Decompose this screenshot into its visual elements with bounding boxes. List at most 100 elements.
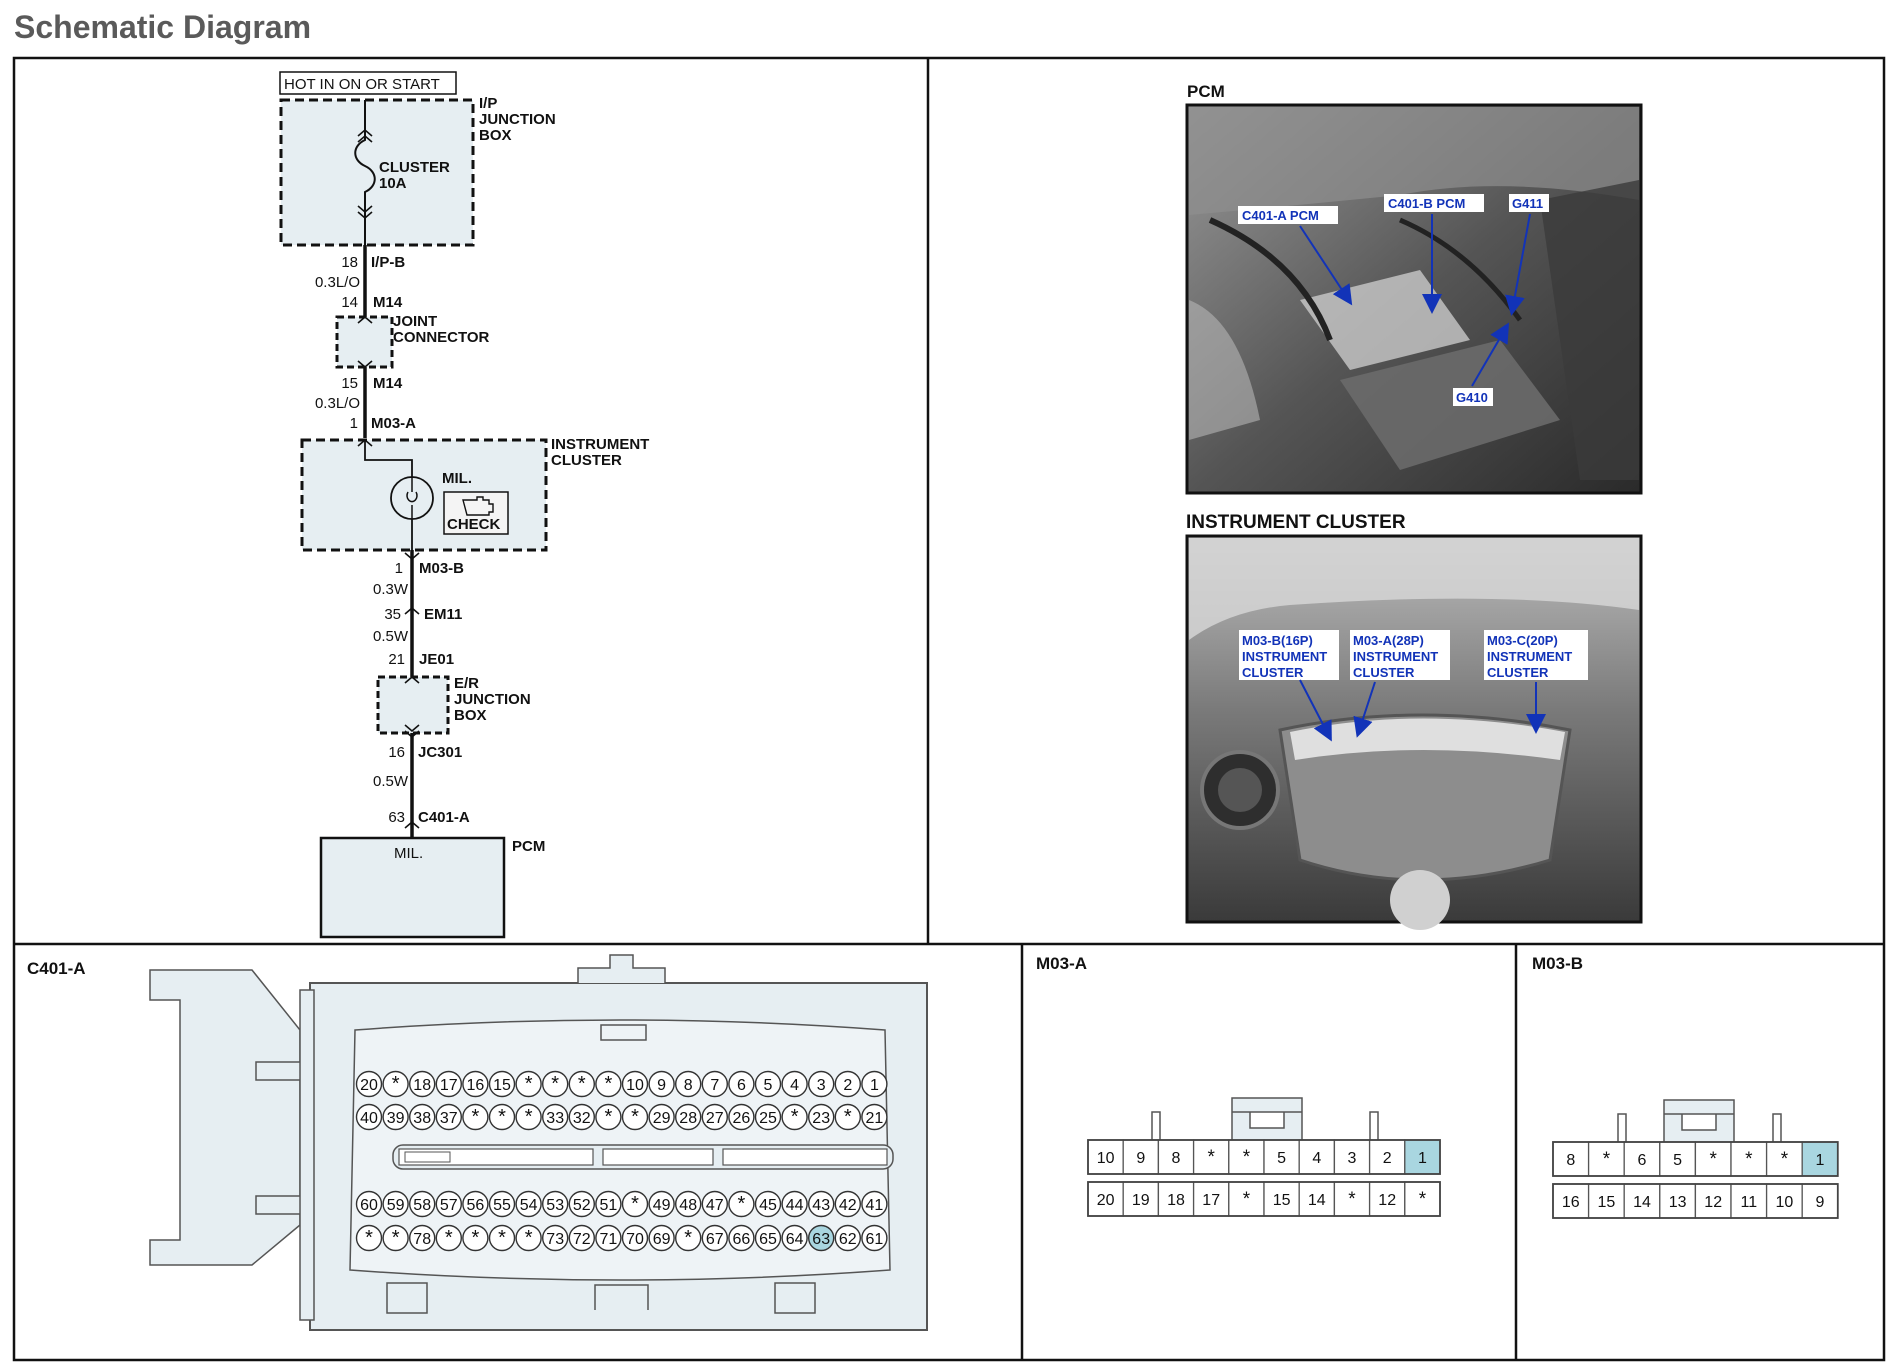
instrument-cluster-box <box>300 438 548 552</box>
c401a-pin <box>728 1103 755 1131</box>
wire-spec-4: 0.5W <box>373 628 409 645</box>
c401a-pin <box>861 1190 888 1218</box>
c401a-pin-label: 71 <box>600 1231 618 1248</box>
callout-m03b-line3: CLUSTER <box>1242 665 1304 680</box>
c401a-pin-label: 38 <box>413 1110 431 1127</box>
m03a-pin <box>1404 1139 1441 1175</box>
c401a-pin-label: 10 <box>626 1077 644 1094</box>
c401a-pin <box>595 1070 622 1098</box>
wire-conn-c401a: C401-A <box>418 809 470 826</box>
c401a-pin-label: 47 <box>706 1197 724 1214</box>
m03a-pin-label: * <box>1419 1189 1427 1210</box>
c401a-pin-label: 1 <box>870 1077 879 1094</box>
c401a-pin-label: * <box>605 1073 613 1095</box>
wire-spec-5: 0.5W <box>373 773 409 790</box>
wire-conn-m03b: M03-B <box>419 560 464 577</box>
c401a-pin-label: * <box>392 1227 400 1249</box>
ip-junction-box-label-2: JUNCTION <box>479 111 556 128</box>
c401a-pin <box>488 1224 516 1252</box>
wire-pin-16: 16 <box>388 744 405 761</box>
m03b-pin-label: 16 <box>1562 1194 1580 1211</box>
c401a-pin <box>435 1070 462 1098</box>
m03a-pin <box>1298 1181 1336 1217</box>
c401a-pin <box>355 1103 383 1131</box>
c401a-pin <box>754 1190 782 1218</box>
c401a-pin-label: 26 <box>733 1110 751 1127</box>
c401a-title: C401-A <box>27 959 86 978</box>
c401a-pin <box>409 1190 436 1218</box>
c401a-pin <box>648 1224 675 1252</box>
m03a-pin-label: 20 <box>1097 1192 1115 1209</box>
check-engine-icon <box>443 491 509 535</box>
wire-pin-21: 21 <box>388 651 405 668</box>
c401a-pin <box>542 1103 569 1131</box>
c401a-pin-label: 33 <box>546 1110 564 1127</box>
c401a-pin <box>621 1070 649 1098</box>
c401a-pin-label: 32 <box>573 1110 591 1127</box>
c401a-pin-label: 60 <box>360 1197 378 1214</box>
wire-conn-m14-a: M14 <box>373 294 403 311</box>
callout-g411: G411 <box>1512 196 1543 211</box>
c401a-pin <box>754 1103 782 1131</box>
c401a-pin <box>834 1070 861 1098</box>
m03a-pin <box>1228 1181 1265 1217</box>
c401a-pin-label: 51 <box>600 1197 618 1214</box>
m03a-pin-label: 12 <box>1378 1192 1396 1209</box>
c401a-pin <box>781 1224 808 1252</box>
c401a-pin <box>462 1103 489 1131</box>
m03b-pin-label: 1 <box>1816 1152 1825 1169</box>
c401a-pin-label: 45 <box>759 1197 777 1214</box>
c401a-pin <box>355 1070 383 1098</box>
c401a-pin <box>808 1224 835 1252</box>
c401a-pin-label: * <box>392 1073 400 1095</box>
c401a-pin-label: 73 <box>546 1231 564 1248</box>
m03a-pin-label: 19 <box>1132 1192 1150 1209</box>
frame <box>12 56 1886 1362</box>
wire-conn-ipb: I/P-B <box>371 254 405 271</box>
c401a-pin <box>435 1190 462 1218</box>
m03a-pin <box>1404 1181 1441 1217</box>
c401a-pin-label: 72 <box>573 1231 591 1248</box>
c401a-pin <box>595 1190 622 1218</box>
c401a-pin-label: * <box>631 1193 639 1215</box>
c401a-pin <box>701 1224 728 1252</box>
c401a-pin <box>568 1224 595 1252</box>
c401a-pin-label: * <box>525 1073 533 1095</box>
fuse-rating: 10A <box>379 175 407 192</box>
c401a-pin <box>462 1070 489 1098</box>
c401a-pin-label: * <box>525 1106 533 1128</box>
mil-label: MIL. <box>442 470 472 487</box>
c401a-pin <box>542 1190 569 1218</box>
power-supply-label: HOT IN ON OR START <box>284 76 440 93</box>
page-title: Schematic Diagram <box>14 9 311 45</box>
m03b-pin-label: * <box>1781 1149 1789 1170</box>
c401a-pin <box>382 1190 409 1218</box>
m03b-pin-label: 9 <box>1816 1194 1825 1211</box>
c401a-pin-label: 43 <box>812 1197 830 1214</box>
c401a-pin-label: 20 <box>360 1077 378 1094</box>
m03b-pin-label: 12 <box>1704 1194 1722 1211</box>
wire-pin-1a: 1 <box>350 415 358 432</box>
c401a-pin <box>701 1190 728 1218</box>
c401a-pin-label: * <box>684 1227 692 1249</box>
c401a-pin-label: * <box>365 1227 373 1249</box>
c401a-pin <box>488 1070 516 1098</box>
c401a-pin <box>409 1070 436 1098</box>
c401a-pin-label: * <box>472 1106 480 1128</box>
c401a-pin <box>355 1224 383 1252</box>
c401a-pin-label: 21 <box>866 1110 884 1127</box>
m03b-pin-label: 10 <box>1776 1194 1794 1211</box>
pcm-box <box>319 836 506 939</box>
c401a-pin-label: 42 <box>839 1197 857 1214</box>
c401a-pin <box>808 1070 835 1098</box>
m03a-pin-label: 17 <box>1202 1192 1220 1209</box>
c401a-pin-label: 65 <box>759 1231 777 1248</box>
c401a-pin <box>861 1224 888 1252</box>
c401a-pin <box>409 1103 436 1131</box>
c401a-pin-label: * <box>445 1227 453 1249</box>
c401a-pin-label: 39 <box>387 1110 405 1127</box>
